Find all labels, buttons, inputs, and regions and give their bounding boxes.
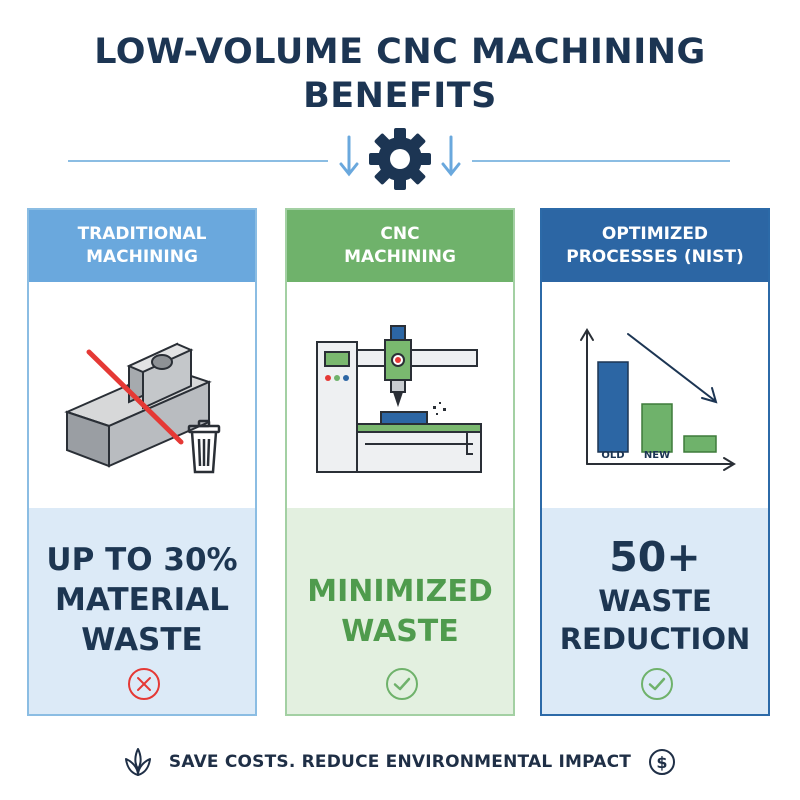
card-header-line-1: TRADITIONAL	[77, 224, 207, 244]
card-value-line-1: MINIMIZED	[307, 574, 493, 609]
card-value-number: 50+	[609, 533, 701, 581]
card-traditional-machining: TRADITIONAL MACHINING UP TO 30% MATERIAL…	[27, 208, 257, 716]
card-value: UP TO 30% MATERIAL WASTE	[29, 540, 255, 660]
leaf-icon	[124, 748, 151, 776]
page-title: LOW-VOLUME CNC MACHINING BENEFITS	[0, 30, 800, 118]
card-value: MINIMIZED WASTE	[287, 572, 513, 652]
chart-bar-new	[683, 435, 717, 453]
card-cnc-machining: CNC MACHINING	[285, 208, 515, 716]
footer-text: SAVE COSTS. REDUCE ENVIRONMENTAL IMPACT	[168, 752, 632, 772]
arrow-down-icon-right	[441, 135, 461, 177]
check-circle-icon	[386, 668, 418, 700]
chart-bar-old	[597, 361, 629, 453]
chart-label-old: OLD	[601, 450, 624, 461]
card-value: 50+ WASTE REDUCTION	[542, 532, 768, 658]
card-value-line-1: WASTE	[598, 584, 712, 618]
title-divider	[68, 128, 730, 190]
dollar-coin-icon: $	[649, 749, 676, 775]
card-value-area: UP TO 30% MATERIAL WASTE	[29, 508, 255, 714]
card-optimized-processes: OPTIMIZED PROCESSES (NIST) OLD NEW 50+ W…	[540, 208, 770, 716]
card-header-line-2: MACHINING	[86, 247, 198, 267]
card-value-line-2: WASTE	[341, 614, 459, 649]
card-value-area: MINIMIZED WASTE	[287, 508, 513, 714]
chart-bar-mid	[641, 403, 673, 453]
declining-bar-chart-illustration: OLD NEW	[580, 328, 736, 471]
card-value-line-2: REDUCTION	[559, 622, 751, 656]
card-value-line-3: WASTE	[81, 622, 203, 658]
machined-block-illustration	[64, 342, 221, 474]
gear-icon	[369, 128, 431, 190]
page-title-line-2: BENEFITS	[303, 76, 497, 116]
card-header: TRADITIONAL MACHINING	[29, 210, 255, 282]
card-header-line-1: OPTIMIZED	[601, 224, 709, 244]
card-value-area: 50+ WASTE REDUCTION	[542, 508, 768, 714]
cnc-machine-illustration	[316, 325, 482, 473]
card-header: OPTIMIZED PROCESSES (NIST)	[542, 210, 768, 282]
card-header: CNC MACHINING	[287, 210, 513, 282]
page-title-line-1: LOW-VOLUME CNC MACHINING	[94, 32, 706, 72]
card-header-line-1: CNC	[380, 224, 420, 244]
card-value-line-1: UP TO 30%	[46, 542, 238, 578]
svg-text:$: $	[657, 753, 668, 772]
footer-tagline: SAVE COSTS. REDUCE ENVIRONMENTAL IMPACT …	[0, 742, 800, 782]
card-header-line-2: PROCESSES (NIST)	[566, 247, 744, 267]
card-value-line-2: MATERIAL	[55, 582, 229, 618]
trash-bin-icon	[187, 419, 221, 474]
card-header-line-2: MACHINING	[344, 247, 456, 267]
check-circle-icon	[641, 668, 673, 700]
chart-label-new: NEW	[644, 450, 670, 461]
x-circle-icon	[128, 668, 160, 700]
arrow-down-icon-left	[339, 135, 359, 177]
